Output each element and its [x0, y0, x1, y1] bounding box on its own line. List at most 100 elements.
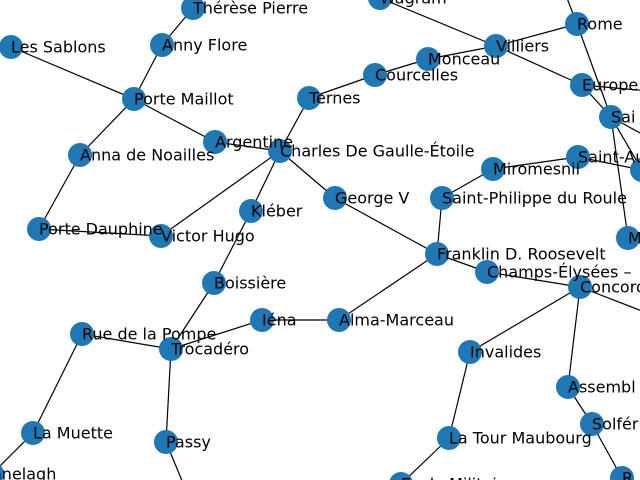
- node-porte_maillot: [122, 87, 146, 111]
- node-label-argentine: Argentine: [215, 133, 293, 152]
- node-label-assemblee: Assembl: [568, 378, 636, 397]
- edge-wagram-villiers: [383, 0, 497, 47]
- node-label-la_muette: La Muette: [33, 424, 113, 443]
- edge-kleber-boissiere: [213, 210, 252, 284]
- edge-villiers-rome: [495, 23, 578, 47]
- node-assemblee: [556, 375, 580, 399]
- node-label-rue_de_la_pompe: Rue de la Pompe: [82, 325, 216, 344]
- node-label-victor_hugo: Victor Hugo: [161, 227, 255, 246]
- edge-miromesnil-saint_augustin: [492, 156, 579, 170]
- node-label-saint_philippe: Saint-Philippe du Roule: [442, 189, 627, 208]
- node-therese_pierre: [181, 0, 205, 20]
- node-anna_de_noailles: [68, 143, 92, 167]
- node-label-monceau: Monceau: [428, 50, 500, 69]
- node-villiers: [484, 34, 508, 58]
- node-madeleine: [616, 226, 640, 250]
- edge-rue_de_la_pompe-la_muette: [32, 333, 83, 434]
- node-wagram: [368, 0, 392, 10]
- node-invalides: [458, 340, 482, 364]
- node-label-george_v: George V: [335, 189, 409, 208]
- edge-rome-saint_lazare: [576, 23, 612, 118]
- node-saint_philippe: [430, 186, 454, 210]
- edge-concorde-invalides: [469, 286, 581, 353]
- edge-rue_de_la_pompe-trocadero: [81, 333, 172, 350]
- node-label-la_tour_maubourg: La Tour Maubourg: [449, 429, 592, 448]
- node-label-porte_dauphine: Porte Dauphine: [39, 220, 163, 239]
- edge-villiers-europe: [495, 45, 583, 86]
- node-rue_de_la_pompe: [70, 322, 94, 346]
- node-concorde: [568, 275, 592, 299]
- node-trocadero: [159, 337, 183, 361]
- edge-concorde-cut_right_3: [579, 286, 640, 311]
- node-miromesnil: [481, 157, 505, 181]
- node-anny_flore: [150, 33, 174, 57]
- node-la_muette: [21, 421, 45, 445]
- node-label-saint_lazare: Sai: [611, 108, 635, 127]
- node-argentine: [203, 130, 227, 154]
- edge-cdg_etoile-george_v: [279, 150, 336, 199]
- node-label-alma_marceau: Alma-Marceau: [339, 311, 454, 330]
- node-europe: [570, 73, 594, 97]
- node-label-miromesnil: Miromesnil: [493, 160, 580, 179]
- edge-porte_maillot-anna_de_noailles: [79, 98, 135, 156]
- node-saint_lazare: [599, 105, 623, 129]
- edge-trocadero-passy: [165, 348, 172, 443]
- node-label-courcelles: Courcelles: [375, 66, 458, 85]
- node-les_sablons: [0, 35, 23, 59]
- node-label-anny_flore: Anny Flore: [162, 36, 247, 55]
- edge-boissiere-trocadero: [170, 282, 215, 350]
- edge-porte_dauphine-victor_hugo: [38, 228, 162, 237]
- node-label-wagram: Wagram: [380, 0, 447, 8]
- edge-les_sablons-porte_maillot: [10, 46, 135, 100]
- edge-george_v-franklin_roosevelt: [334, 197, 438, 255]
- node-courcelles: [363, 63, 387, 87]
- node-label-iena: Iéna: [262, 311, 297, 330]
- node-label-boissiere: Boissière: [214, 274, 286, 293]
- node-label-invalides: Invalides: [470, 343, 541, 362]
- node-label-ecole_militaire: Ecole Militaire: [401, 475, 513, 480]
- node-label-europe: Europe: [582, 76, 638, 95]
- node-ecole_militaire: [389, 472, 413, 480]
- node-victor_hugo: [149, 224, 173, 248]
- node-label-les_sablons: Les Sablons: [11, 38, 106, 57]
- node-franklin_roosevelt: [425, 242, 449, 266]
- node-label-villiers: Villiers: [496, 37, 549, 56]
- node-champs_elysees: [475, 260, 499, 284]
- node-label-franklin_roosevelt: Franklin D. Roosevelt: [437, 245, 606, 264]
- node-label-rome: Rome: [577, 15, 623, 34]
- edge-franklin_roosevelt-alma_marceau: [338, 253, 438, 321]
- node-label-solferino: Solfér: [592, 415, 639, 434]
- node-label-cdg_etoile: Charles De Gaulle-Étoile: [280, 142, 474, 161]
- edge-europe-cut_right_1: [581, 84, 640, 91]
- node-monceau: [416, 47, 440, 71]
- edge-anna_de_noailles-porte_dauphine: [38, 154, 81, 230]
- node-rue_du_bac: [610, 466, 634, 480]
- node-label-concorde: Concord: [580, 278, 640, 297]
- node-label-therese_pierre: Thérèse Pierre: [192, 0, 308, 18]
- edge-iena-trocadero: [170, 319, 263, 350]
- node-label-trocadero: Trocadéro: [170, 340, 249, 359]
- node-right_edge_node: [630, 158, 640, 182]
- node-solferino: [580, 412, 604, 436]
- edge-concorde-assemblee: [567, 286, 581, 388]
- node-porte_dauphine: [27, 217, 51, 241]
- edge-saint_lazare-madeleine: [610, 116, 629, 239]
- node-label-rue_du_bac: R: [622, 469, 633, 480]
- node-saint_augustin: [566, 145, 590, 169]
- node-label-porte_maillot: Porte Maillot: [134, 90, 234, 109]
- node-label-saint_augustin: Saint-Au: [578, 148, 640, 167]
- node-label-anna_de_noailles: Anna de Noailles: [80, 146, 214, 165]
- node-ranelagh: [0, 465, 4, 480]
- edge-champs_elysees-concorde: [486, 271, 581, 288]
- node-label-ternes: Ternes: [308, 89, 361, 108]
- node-cdg_etoile: [268, 139, 292, 163]
- node-label-ranelagh: anelagh: [0, 465, 56, 480]
- node-rome: [565, 12, 589, 36]
- node-george_v: [323, 186, 347, 210]
- node-label-champs_elysees: Champs-Élysées –: [487, 263, 631, 282]
- node-label-kleber: Kléber: [251, 202, 303, 221]
